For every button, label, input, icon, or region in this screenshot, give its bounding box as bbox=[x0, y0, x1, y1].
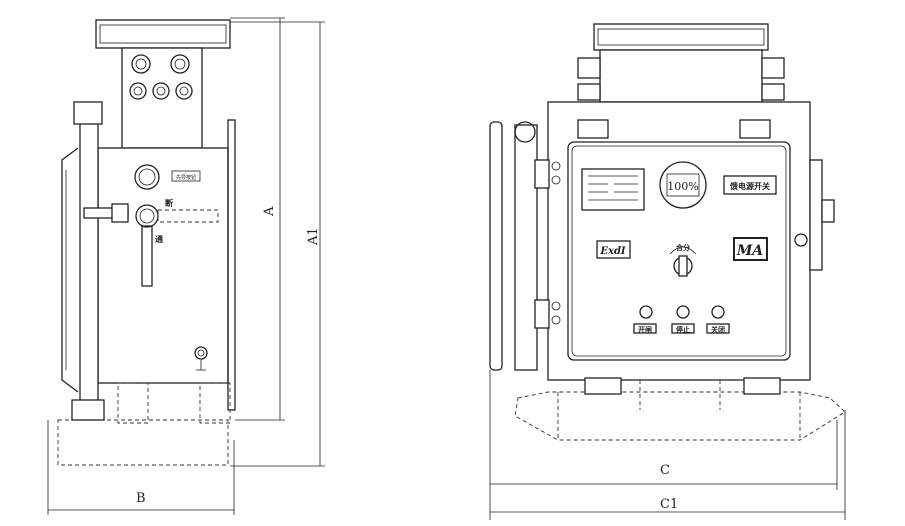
top-cover bbox=[95, 19, 231, 49]
ex-mark: ExdI bbox=[599, 246, 626, 257]
switch-label: 合分 bbox=[675, 243, 690, 252]
front-dimensions: C C1 bbox=[489, 370, 846, 520]
button-1[interactable] bbox=[639, 305, 653, 319]
dimension-c: C bbox=[660, 463, 670, 478]
dimension-a: A bbox=[262, 206, 277, 217]
front-view: 100% 馈电源开关 ExdI MA 合分 开闸 停止 关闭 bbox=[489, 23, 846, 441]
button-1-label: 开闸 bbox=[638, 325, 652, 334]
title-plate bbox=[723, 175, 777, 195]
dimension-b: B bbox=[136, 491, 146, 506]
button-2[interactable] bbox=[676, 305, 690, 319]
side-dimensions: A A1 B bbox=[47, 17, 325, 515]
ammeter-gauge: 100% bbox=[667, 180, 698, 193]
side-view: 先导按钮 断 通 bbox=[57, 19, 236, 466]
dimension-a1: A1 bbox=[306, 227, 321, 246]
top-cover bbox=[593, 23, 769, 51]
push-buttons: 开闸 停止 关闭 bbox=[633, 305, 730, 334]
rating-nameplate bbox=[581, 168, 645, 211]
handle-bar bbox=[79, 109, 99, 416]
ma-mark: MA bbox=[736, 243, 763, 259]
side-label-upper: 断 bbox=[165, 198, 173, 208]
side-enclosure bbox=[97, 147, 229, 384]
button-3-label: 关闭 bbox=[711, 325, 725, 334]
ma-mark-plate bbox=[733, 237, 768, 261]
handle-bar bbox=[514, 124, 538, 371]
title-plate-text: 馈电源开关 bbox=[729, 181, 770, 191]
side-label-lower: 通 bbox=[155, 234, 163, 244]
ex-mark-plate bbox=[596, 240, 631, 259]
side-nameplate: 先导按钮 bbox=[176, 174, 196, 181]
button-2-label: 停止 bbox=[676, 325, 690, 334]
button-3[interactable] bbox=[711, 305, 725, 319]
dimension-c1: C1 bbox=[660, 497, 678, 512]
